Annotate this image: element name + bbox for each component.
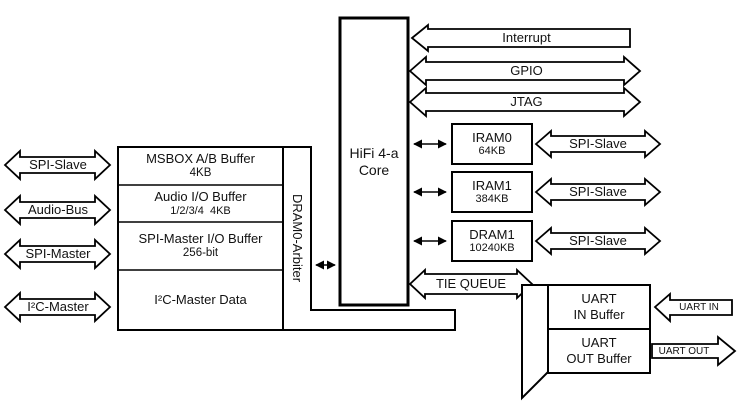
spi-master-arrow-shape (3, 237, 112, 271)
iram0-spi-slave-arrow-shape (534, 129, 662, 159)
uart-out-buffer-shape (547, 328, 651, 374)
iram1-spi-slave-arrow-shape (534, 177, 662, 207)
dram1-spi-slave-arrow-shape (534, 226, 662, 256)
dram1-box-shape (451, 220, 533, 262)
dram0-arbiter-shape (282, 146, 456, 331)
iram0-box-shape (451, 123, 533, 165)
iram1-box-shape (451, 171, 533, 213)
i2c-master-arrow-shape (3, 290, 112, 324)
gpio-arrow-shape (408, 55, 642, 87)
hifi-core-shape (338, 16, 410, 307)
uart-in-arrow-shape (653, 292, 733, 324)
uart-out-arrow-shape (651, 335, 737, 367)
buffer-block-shape (117, 146, 284, 331)
jtag-arrow-shape (408, 86, 642, 118)
audio-bus-arrow-shape (3, 193, 112, 227)
interrupt-arrow-shape (410, 23, 631, 53)
spi-slave-left-arrow-shape (3, 148, 112, 182)
tie-queue-arrow-shape (408, 267, 534, 301)
uart-funnel-shape (521, 284, 549, 401)
uart-in-buffer-shape (547, 284, 651, 330)
